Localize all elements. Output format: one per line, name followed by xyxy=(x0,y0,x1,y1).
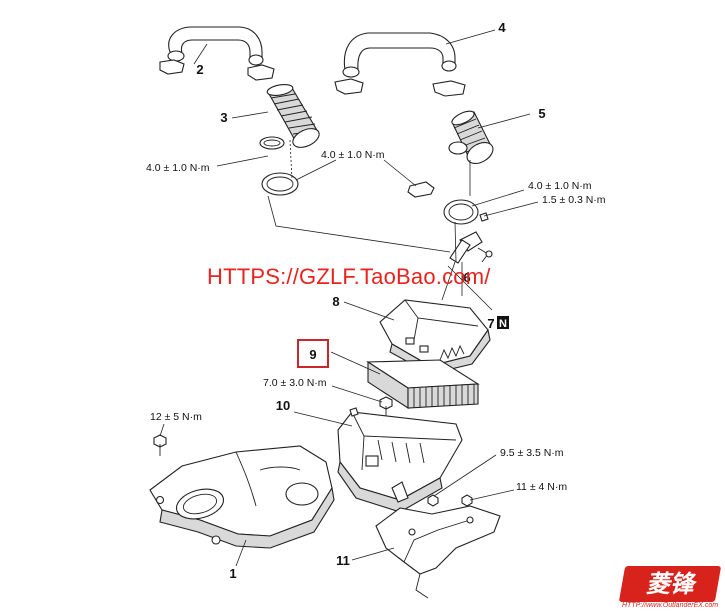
callout-3: 3 xyxy=(220,110,227,125)
watermark-url: HTTPS://GZLF.TaoBao.com/ xyxy=(207,264,491,289)
torque-label-mid: 4.0 ± 1.0 N·m xyxy=(321,149,385,161)
bolt-11 xyxy=(461,494,473,507)
outlander-ex-logo: 菱锋 HTTP://www.OutlanderEX.com xyxy=(618,566,722,612)
bolt-9-5 xyxy=(427,494,439,507)
callout-9-highlight-box xyxy=(297,339,329,368)
part-2-hose xyxy=(159,26,275,81)
leader-lines xyxy=(159,29,539,567)
callout-8: 8 xyxy=(332,294,339,309)
part-6-clamps xyxy=(261,172,489,225)
torque-label-left: 4.0 ± 1.0 N·m xyxy=(146,162,210,174)
callout-7-badge: N xyxy=(499,318,507,330)
callout-7-badge-box xyxy=(497,316,509,329)
callout-6: 6 xyxy=(463,270,470,285)
callout-10: 10 xyxy=(276,398,290,413)
torque-label-right: 4.0 ± 1.0 N·m xyxy=(528,180,592,192)
callout-5: 5 xyxy=(538,106,545,121)
part-4-hose xyxy=(334,32,466,97)
torque-label-11: 11 ± 4 N·m xyxy=(516,481,567,493)
callout-7: 7 xyxy=(487,316,494,331)
part-9-air-filter xyxy=(366,359,480,410)
part-7-airflow-sensor xyxy=(449,231,493,264)
part-5-bellows xyxy=(448,110,494,165)
callout-2: 2 xyxy=(196,62,203,77)
part-3-bellows xyxy=(259,84,320,150)
torque-label-1-5: 1.5 ± 0.3 N·m xyxy=(542,194,606,206)
callout-4: 4 xyxy=(498,20,506,35)
callout-9: 9 xyxy=(309,347,316,362)
bolt-12 xyxy=(153,434,167,456)
torque-label-12: 12 ± 5 N·m xyxy=(150,411,202,423)
part-1-intake-duct xyxy=(149,445,335,549)
part-11-bracket xyxy=(375,505,501,599)
torque-label-7: 7.0 ± 3.0 N·m xyxy=(263,377,327,389)
torque-label-9-5: 9.5 ± 3.5 N·m xyxy=(500,447,564,459)
callout-11: 11 xyxy=(336,553,350,568)
logo-text: 菱锋 xyxy=(646,570,694,598)
assembly-guide-lines xyxy=(267,139,471,301)
part-10-air-cleaner-case xyxy=(337,407,463,513)
bolt-7-0 xyxy=(379,396,393,416)
callout-1: 1 xyxy=(229,566,236,581)
logo-url: HTTP://www.OutlanderEX.com xyxy=(622,602,719,609)
